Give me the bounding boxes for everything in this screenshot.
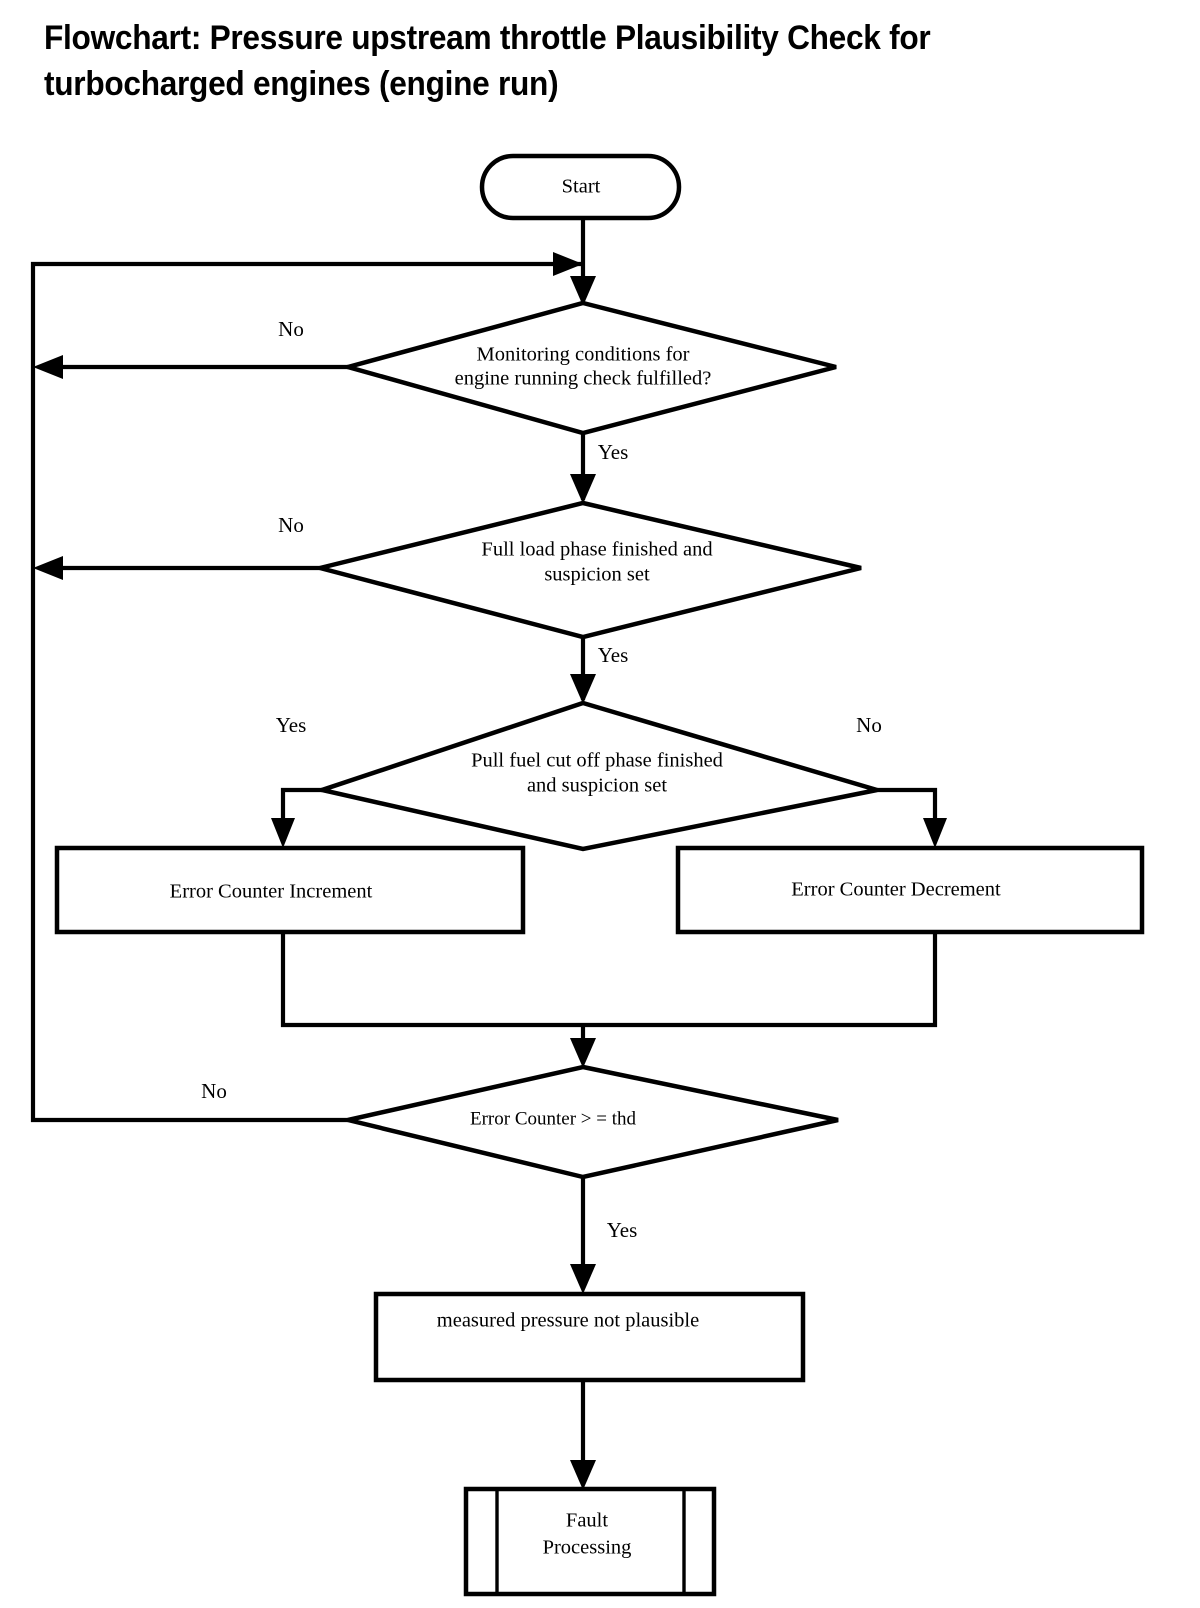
fault-shape xyxy=(463,1486,717,1597)
increment-label: Error Counter Increment xyxy=(170,881,373,903)
decision4-label: Error Counter > = thd xyxy=(470,1108,637,1129)
edge-merge-to-decision4 xyxy=(280,932,938,1068)
edge-label-decision3-yes: Yes xyxy=(276,713,307,737)
notplausible-shape xyxy=(373,1291,806,1383)
fault-label-line1: Fault xyxy=(566,1510,608,1532)
arrowhead xyxy=(570,1460,596,1490)
decision3-shape xyxy=(313,700,878,852)
node-decision-full-load-phase[interactable]: Full load phase finished and suspicion s… xyxy=(319,500,862,640)
edge-label-decision2-no: No xyxy=(278,513,304,537)
node-error-counter-decrement[interactable]: Error Counter Decrement xyxy=(675,845,1145,935)
start-label: Start xyxy=(562,176,601,198)
decision2-label-line2: suspicion set xyxy=(544,564,650,586)
node-error-counter-increment[interactable]: Error Counter Increment xyxy=(54,845,526,935)
edge-decision3-yes xyxy=(271,787,322,848)
node-fault-processing[interactable]: Fault Processing xyxy=(463,1486,717,1597)
start-shape xyxy=(479,153,682,221)
arrowhead xyxy=(923,818,947,848)
node-decision-monitoring-conditions[interactable]: Monitoring conditions for engine running… xyxy=(339,300,837,436)
arrowhead xyxy=(33,556,63,580)
arrowhead xyxy=(33,355,63,379)
arrowhead xyxy=(271,818,295,848)
edge-decision3-no xyxy=(877,787,947,848)
decision4-shape xyxy=(347,1064,839,1180)
decision2-shape xyxy=(319,500,862,640)
edge-label-decision4-no: No xyxy=(201,1079,227,1103)
fault-label-line2: Processing xyxy=(543,1537,632,1559)
decision3-label-line1: Pull fuel cut off phase finished xyxy=(471,750,723,772)
edge-label-decision4-yes: Yes xyxy=(607,1218,638,1242)
edge-label-decision2-yes: Yes xyxy=(598,643,629,667)
increment-shape xyxy=(54,845,526,935)
decision1-label-line2: engine running check fulfilled? xyxy=(455,368,712,390)
arrowhead xyxy=(570,1264,596,1294)
node-measured-pressure-not-plausible[interactable]: measured pressure not plausible xyxy=(373,1291,806,1383)
edge-decision4-yes xyxy=(570,1178,596,1294)
edge-start-to-decision1 xyxy=(570,218,596,306)
decision1-label-line1: Monitoring conditions for xyxy=(477,344,690,366)
decision3-label-line2: and suspicion set xyxy=(527,775,667,797)
notplausible-label: measured pressure not plausible xyxy=(437,1310,699,1332)
decision2-label-line1: Full load phase finished and xyxy=(481,539,712,561)
decision1-shape xyxy=(339,300,837,436)
edge-decision1-no xyxy=(33,355,348,379)
edge-decision1-to-decision2 xyxy=(570,434,596,504)
edge-decision2-to-decision3 xyxy=(570,638,596,704)
node-decision-pull-fuel-cut-off[interactable]: Pull fuel cut off phase finished and sus… xyxy=(313,700,878,852)
loopback-arrowhead xyxy=(553,252,583,276)
edge-notplausible-to-fault xyxy=(570,1378,596,1490)
edge-decision2-no xyxy=(33,556,320,580)
arrowhead xyxy=(570,474,596,504)
arrowhead xyxy=(570,276,596,306)
edge-label-decision1-yes: Yes xyxy=(598,440,629,464)
arrowhead xyxy=(570,674,596,704)
loopback-connector xyxy=(30,252,583,1123)
edge-label-decision1-no: No xyxy=(278,317,304,341)
decrement-label: Error Counter Decrement xyxy=(791,879,1001,901)
node-start[interactable]: Start xyxy=(479,153,682,221)
decrement-shape xyxy=(675,845,1145,935)
page-title: Flowchart: Pressure upstream throttle Pl… xyxy=(44,19,931,103)
node-decision-error-counter-threshold[interactable]: Error Counter > = thd xyxy=(347,1064,839,1180)
arrowhead xyxy=(570,1038,596,1068)
edge-label-decision3-no: No xyxy=(856,713,882,737)
